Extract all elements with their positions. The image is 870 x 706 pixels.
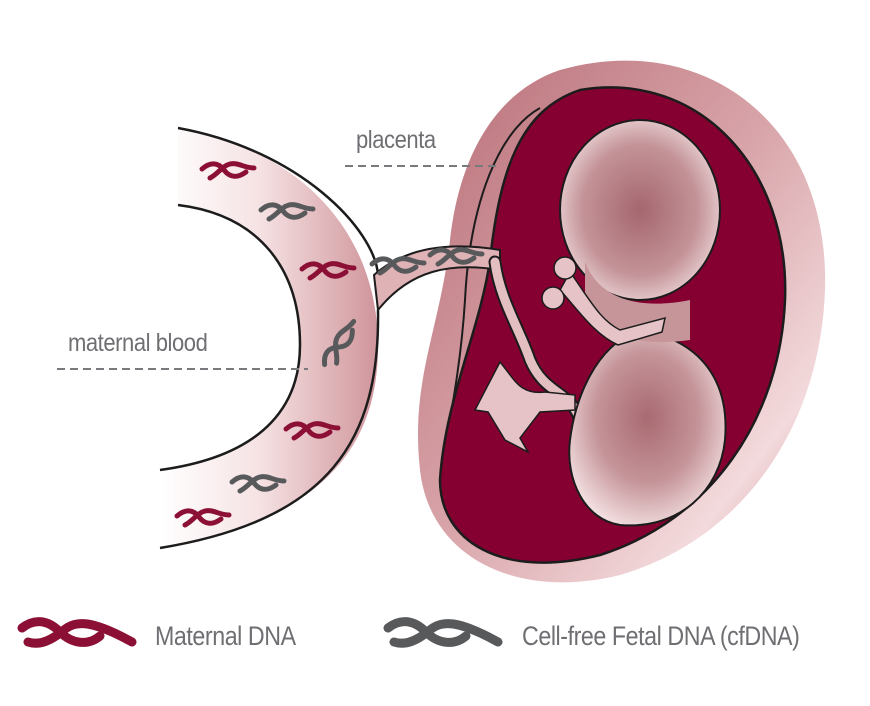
legend-maternal-dna-label: Maternal DNA bbox=[155, 621, 296, 651]
maternal-blood-label: maternal blood bbox=[68, 329, 208, 357]
placenta-label: placenta bbox=[356, 126, 436, 154]
legend-fetal-dna-icon bbox=[383, 617, 503, 648]
legend-maternal-dna-icon bbox=[17, 617, 137, 648]
legend-fetal-dna-label: Cell-free Fetal DNA (cfDNA) bbox=[522, 621, 800, 651]
fetus bbox=[473, 119, 727, 527]
maternal-blood-vessel bbox=[159, 126, 380, 550]
